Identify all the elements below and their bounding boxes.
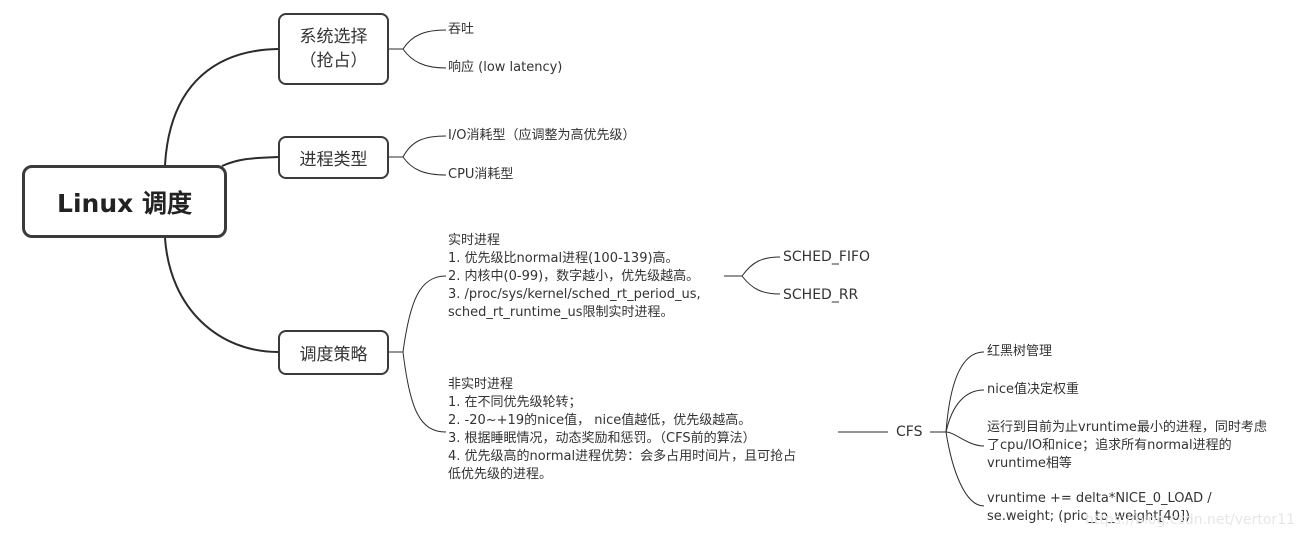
- root-node[interactable]: Linux 调度: [22, 165, 227, 238]
- node-realtime-process[interactable]: 实时进程 1. 优先级比normal进程(100-139)高。 2. 内核中(0…: [448, 233, 701, 320]
- system-choice-label: 系统选择 （抢占）: [299, 27, 368, 71]
- leaf-cfs-vruntime-formula[interactable]: vruntime += delta*NICE_0_LOAD / se.weigh…: [987, 491, 1212, 524]
- leaf-cpu-bound[interactable]: CPU消耗型: [448, 167, 514, 182]
- root-label: Linux 调度: [57, 188, 192, 218]
- leaf-cfs-min-vruntime[interactable]: 运行到目前为止vruntime最小的进程，同时考虑了cpu/IO和nice；追求…: [987, 420, 1267, 471]
- node-scheduling-policy[interactable]: 调度策略: [278, 330, 389, 375]
- leaf-sched-fifo[interactable]: SCHED_FIFO: [783, 249, 871, 265]
- node-system-choice[interactable]: 系统选择 （抢占）: [278, 13, 389, 85]
- node-process-type[interactable]: 进程类型: [278, 136, 389, 179]
- leaf-throughput[interactable]: 吞吐: [448, 22, 475, 37]
- process-type-label: 进程类型: [299, 150, 368, 170]
- node-non-realtime-process[interactable]: 非实时进程 1. 在不同优先级轮转； 2. -20~+19的nice值， nic…: [448, 377, 797, 482]
- leaf-sched-rr[interactable]: SCHED_RR: [783, 287, 859, 303]
- scheduling-policy-label: 调度策略: [299, 345, 368, 365]
- leaf-response[interactable]: 响应 (low latency): [448, 60, 563, 75]
- node-cfs[interactable]: CFS: [896, 424, 923, 440]
- leaf-cfs-nice-weight[interactable]: nice值决定权重: [987, 382, 1079, 397]
- watermark: https://blog.csdn.net/vertor11: [1084, 512, 1295, 528]
- leaf-io-bound[interactable]: I/O消耗型（应调整为高优先级）: [448, 128, 636, 143]
- leaf-cfs-rbtree[interactable]: 红黑树管理: [987, 344, 1053, 359]
